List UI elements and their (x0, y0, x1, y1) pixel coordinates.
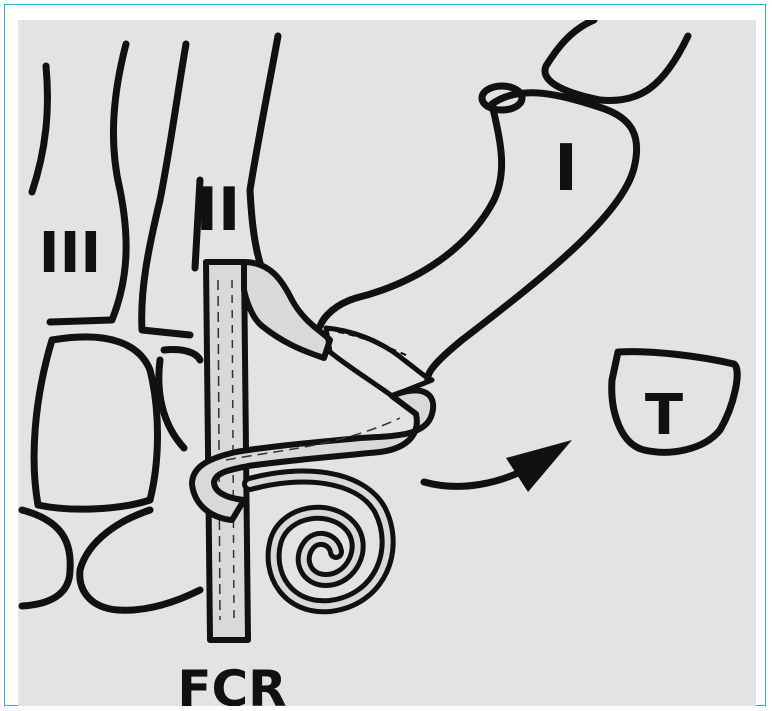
label-metacarpal-i: I (554, 132, 578, 206)
label-tendon-fcr: FCR (177, 660, 286, 711)
paper-background (18, 20, 756, 706)
label-metacarpal-iii: III (39, 221, 102, 286)
label-trapezium: T (645, 383, 683, 448)
label-metacarpal-ii: II (196, 175, 241, 245)
